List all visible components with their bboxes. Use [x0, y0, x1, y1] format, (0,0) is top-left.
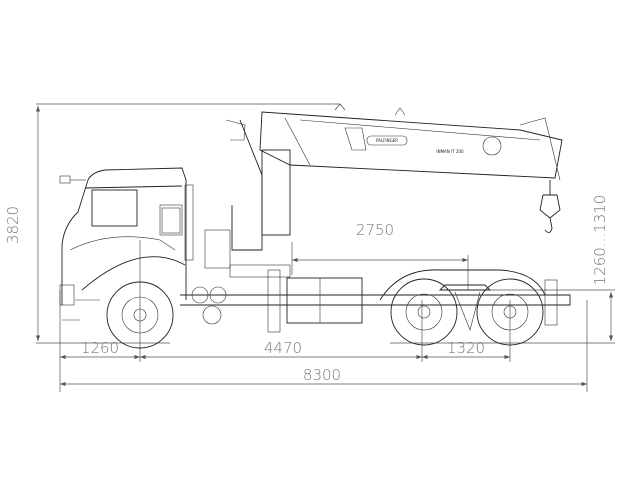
rear-wheel-1: [390, 278, 458, 346]
overall-height-label: 3820: [4, 206, 22, 244]
fifth-wheel-offset-label: 2750: [356, 221, 394, 239]
truck-cab: [59, 167, 194, 321]
front-overhang-label: 1260: [81, 339, 119, 357]
rear-axle-spacing-label: 1320: [447, 339, 485, 357]
front-wheel: [106, 281, 174, 349]
rear-wheel-2: [476, 278, 544, 346]
crane-brand-label: PALFINGER: [376, 138, 398, 143]
fifth-wheel-height-label: 1260...1310: [591, 195, 609, 286]
overall-length-label: 8300: [303, 366, 341, 384]
wheelbase-label: 4470: [264, 339, 302, 357]
wheels: [106, 278, 544, 349]
crane: PALFINGER INMAN IT 200: [225, 103, 563, 251]
crane-model-label: INMAN IT 200: [436, 149, 464, 154]
chassis: [81, 229, 571, 333]
dimension-lines: [35, 103, 615, 392]
